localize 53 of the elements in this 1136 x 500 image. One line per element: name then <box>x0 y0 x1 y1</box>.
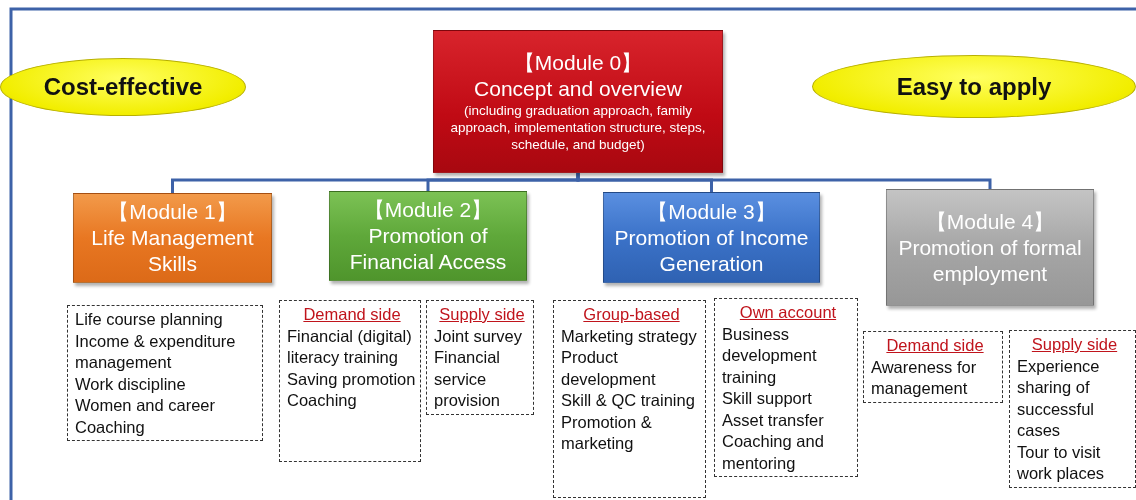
list-item: Marketing strategy <box>561 325 698 347</box>
module-title: Promotion of Income Generation <box>613 224 810 277</box>
list-item: Coaching <box>287 390 358 411</box>
dashed-box <box>714 298 858 477</box>
module-number: 【Module 3】 <box>647 198 776 225</box>
module-title: Promotion of Financial Access <box>348 223 508 275</box>
list-item: Women and career <box>75 395 217 416</box>
module-box <box>603 192 820 283</box>
section-heading: Own account <box>738 302 838 323</box>
module-box <box>433 30 723 173</box>
module-title: Life Management Skills <box>90 225 255 277</box>
module-title: Promotion of formal employment <box>897 234 1083 287</box>
section-heading: Group-based <box>582 304 681 325</box>
list-item: Coaching and mentoring <box>722 431 825 474</box>
list-item: Coaching <box>75 416 146 438</box>
dashed-box <box>553 300 706 498</box>
module-description: (including graduation approach, family approach, implementation structure, steps, schedule, and budget) <box>449 102 707 153</box>
dashed-box <box>67 305 263 441</box>
list-item: Work discipline <box>75 373 187 395</box>
module-number: 【Module 4】 <box>925 208 1055 235</box>
module-box <box>73 193 272 283</box>
list-item: Skill & QC training <box>561 390 696 411</box>
section-heading: Demand side <box>302 304 402 325</box>
connector-line <box>576 173 992 189</box>
list-item: Awareness for management <box>871 356 978 399</box>
dashed-box <box>279 300 421 462</box>
module-box <box>329 191 527 281</box>
list-item: Life course planning <box>75 309 224 330</box>
list-item: Income & expenditure management <box>75 330 237 373</box>
module-title: Concept and overview <box>474 76 682 102</box>
module-number: 【Module 2】 <box>363 197 493 223</box>
list-item: Business development training <box>722 323 818 388</box>
section-heading: Supply side <box>438 304 526 325</box>
label-text: Cost-effective <box>43 73 203 101</box>
section-heading: Supply side <box>1030 334 1119 355</box>
list-item: Joint survey <box>434 325 524 347</box>
dashed-box <box>1009 330 1136 488</box>
label-text: Easy to apply <box>896 72 1052 101</box>
module-number: 【Module 0】 <box>513 50 643 76</box>
dashed-box <box>863 331 1003 403</box>
list-item: Experience sharing of successful cases <box>1017 355 1101 441</box>
list-item: Tour to visit work places <box>1017 441 1106 484</box>
list-item: Saving promotion <box>287 368 417 390</box>
list-item: Product development <box>561 347 657 390</box>
dashed-box <box>426 300 534 415</box>
list-item: Promotion & marketing <box>561 411 653 454</box>
list-item: Financial (digital) literacy training <box>287 325 413 368</box>
list-item: Skill support <box>722 388 813 409</box>
module-box <box>886 189 1094 306</box>
list-item: Asset transfer <box>722 409 825 431</box>
section-heading: Demand side <box>885 335 985 356</box>
module-number: 【Module 1】 <box>108 199 237 225</box>
list-item: Financial service provision <box>434 347 502 411</box>
